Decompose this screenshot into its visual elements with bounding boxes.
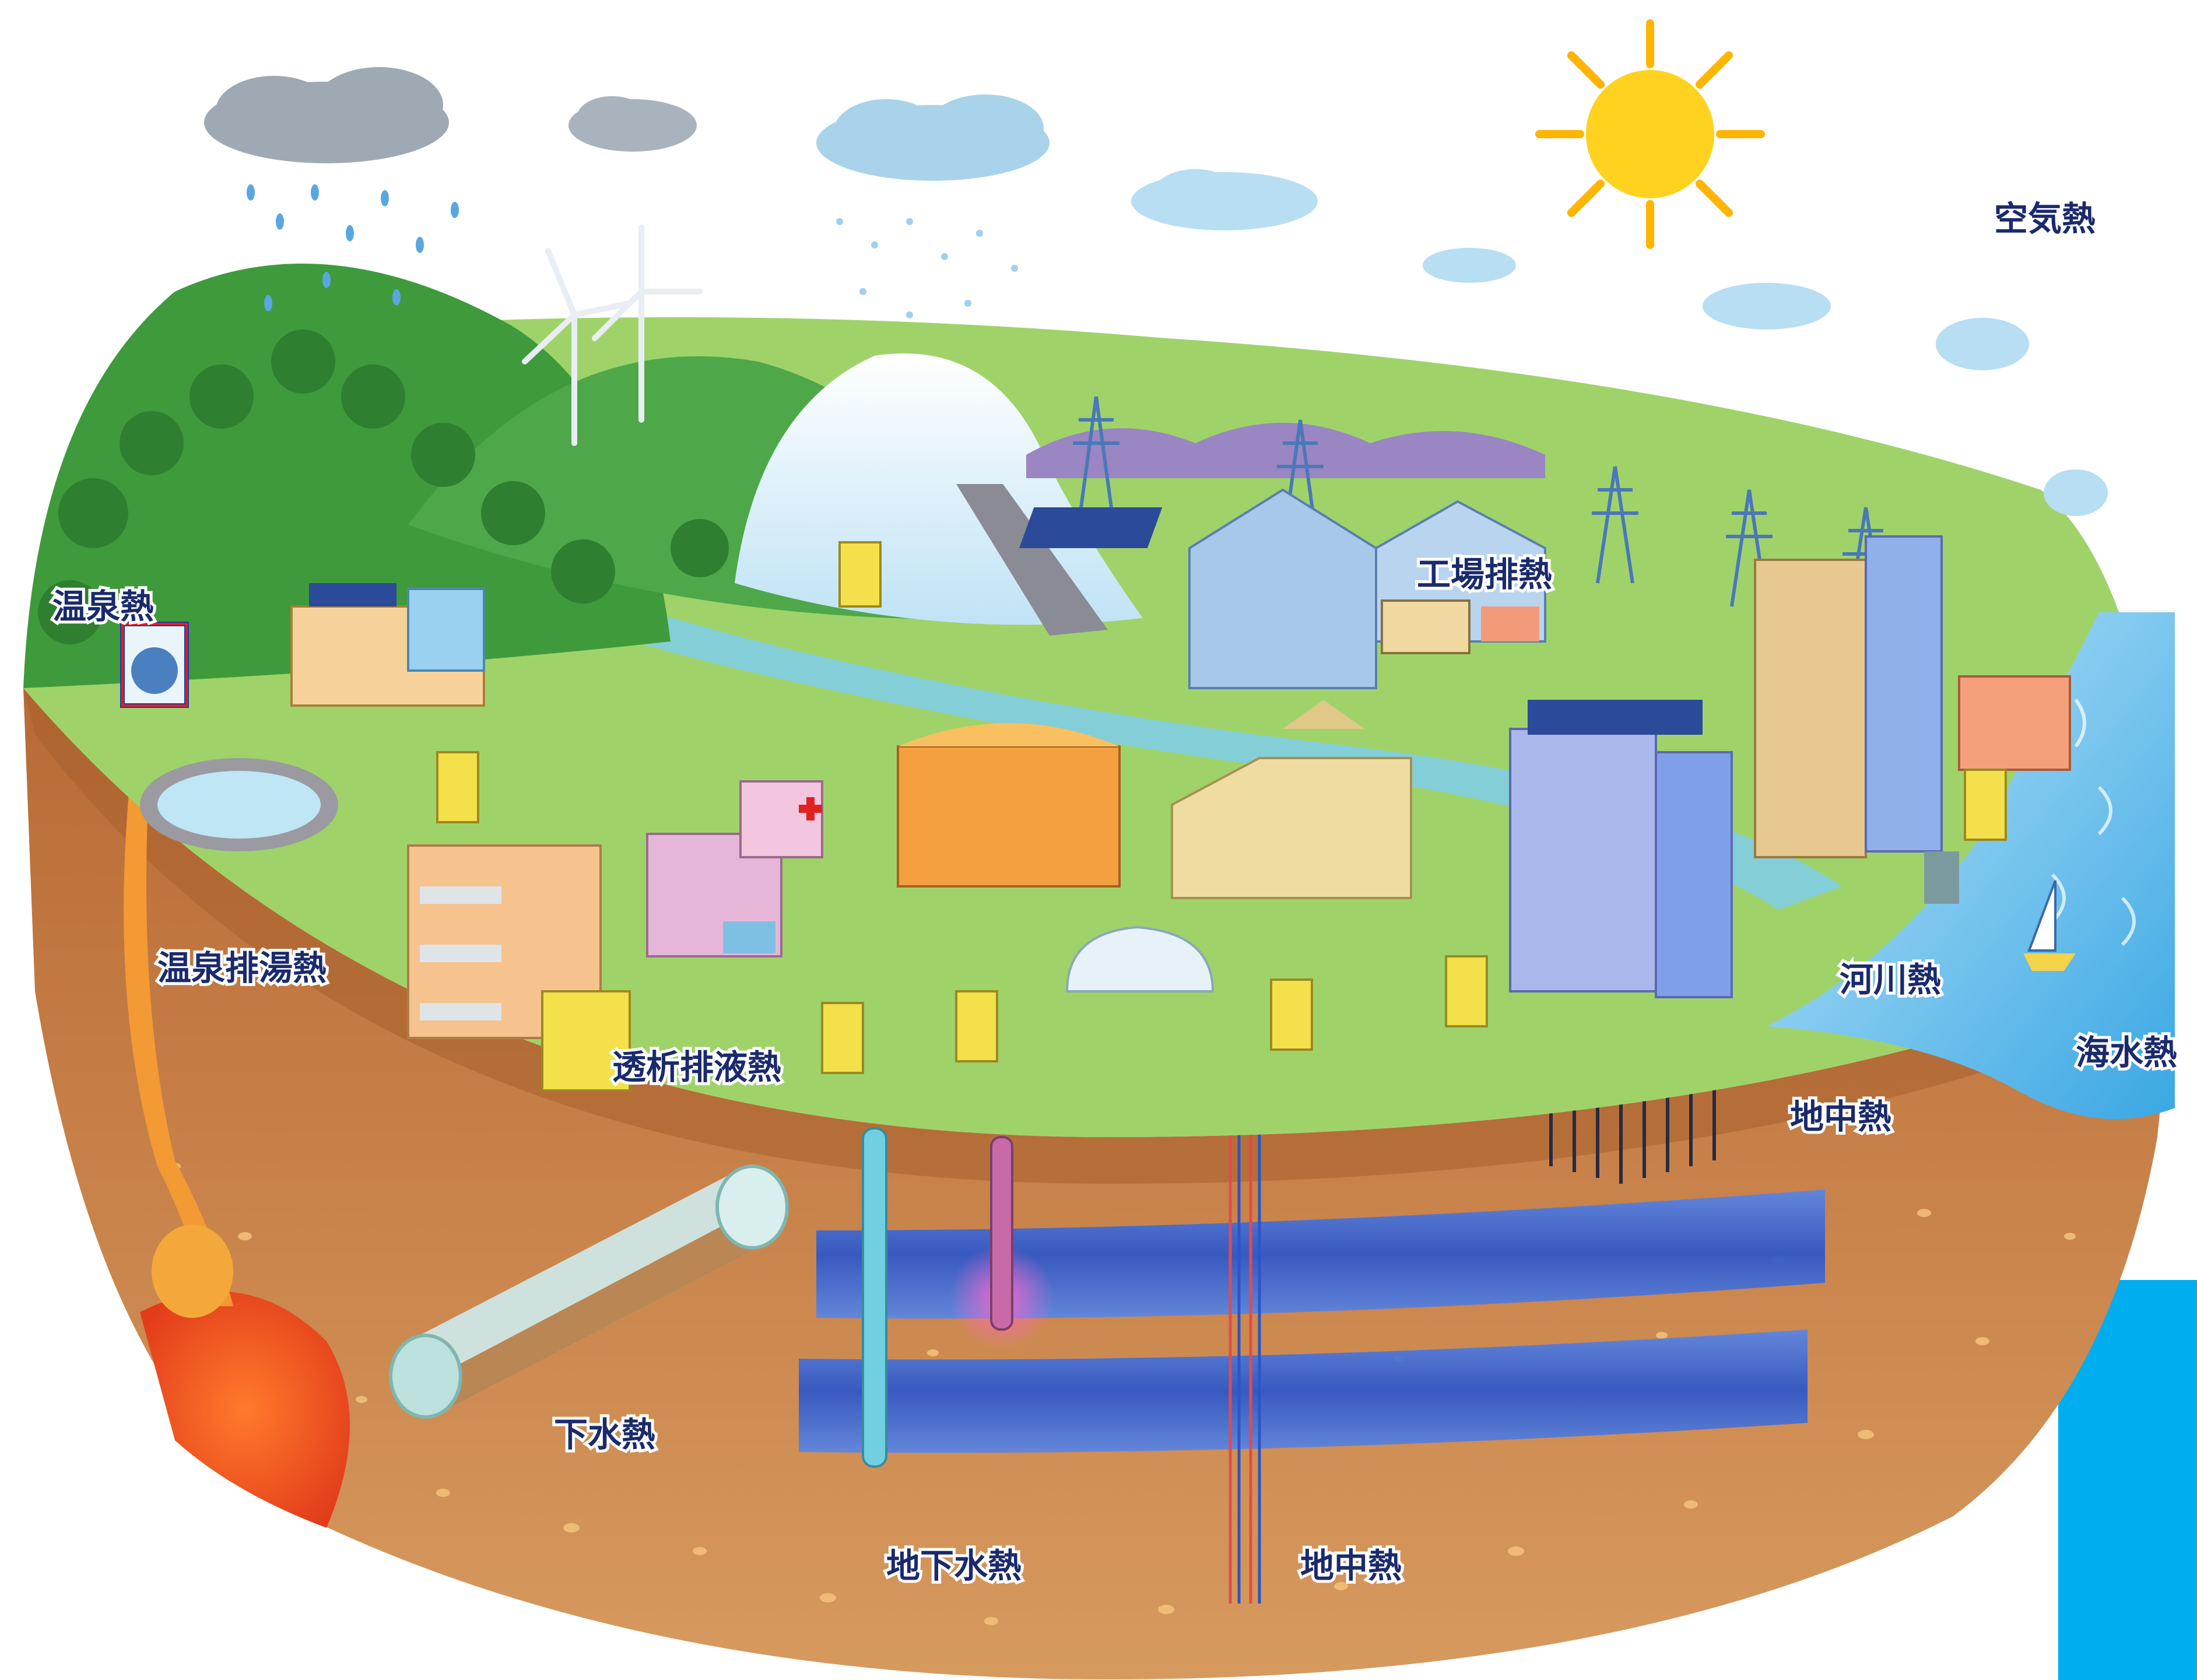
sea <box>1767 612 2175 1120</box>
cloud-icon <box>204 67 449 163</box>
solar-panel-icon <box>309 583 396 606</box>
sewer-pipe <box>389 1165 789 1419</box>
sun-icon <box>1535 19 1765 249</box>
injection-well <box>990 1136 1013 1331</box>
tall-building-center <box>1509 700 1733 998</box>
wind-turbine-icon <box>522 248 633 446</box>
tank <box>1924 851 1959 904</box>
apartment-left <box>407 844 631 1092</box>
label-hot-spring-drain-heat: 温泉排湯熱 <box>157 948 327 988</box>
label-ground-heat-bottom: 地中熱 <box>1300 1546 1402 1586</box>
label-sewage-heat: 下水熱 <box>554 1415 655 1454</box>
heat-pump-icon <box>723 921 775 953</box>
cloud-icon <box>1131 169 1318 230</box>
riverside-unit <box>1958 675 2071 771</box>
snow-flakes <box>836 218 1018 318</box>
ground-heat-loops <box>1229 1096 1261 1604</box>
label-river-heat: 河川熱 <box>1840 960 1941 999</box>
tall-building-right <box>1754 535 1943 858</box>
label-ground-heat-right: 地中熱 <box>1790 1097 1891 1137</box>
aquifer-upper <box>816 1190 1825 1319</box>
forest-mountain-left <box>23 264 671 688</box>
wind-turbine-icon <box>592 225 703 423</box>
label-hot-spring-heat: 温泉熱 <box>52 587 154 626</box>
cloud-icon <box>568 96 697 152</box>
sea-waves <box>2051 699 2136 946</box>
groundwater-well <box>862 1127 887 1468</box>
solar-panel-icon <box>1528 700 1703 735</box>
aquifer-lower <box>799 1330 1808 1453</box>
hot-spring-pool <box>140 758 338 851</box>
hospital <box>646 780 823 958</box>
distant-mountains <box>1026 423 1545 478</box>
label-factory-waste-heat: 工場排熱 <box>1417 555 1552 594</box>
label-seawater-heat: 海水熱 <box>2076 1033 2177 1072</box>
label-air-heat: 空気熱 <box>1994 199 2096 239</box>
onsen-house <box>290 583 485 707</box>
factory <box>1019 488 1546 689</box>
tunnel-road <box>956 484 1108 636</box>
greenhouse <box>1065 925 1215 992</box>
arched-building <box>897 723 1121 888</box>
sailboat-icon <box>2023 880 2076 971</box>
hot-spring-source <box>152 1225 233 1318</box>
cloud-icon <box>1423 248 2108 516</box>
river <box>222 373 1842 910</box>
heat-pump-units <box>436 541 2007 1074</box>
cloud-icon <box>816 94 1050 181</box>
rain-drops <box>247 184 459 311</box>
label-groundwater-heat: 地下水熱 <box>886 1546 1022 1586</box>
magma-chamber <box>140 1291 350 1528</box>
heat-pump-icon <box>120 622 189 708</box>
solar-panel-icon <box>1019 507 1163 548</box>
school <box>1171 700 1412 899</box>
label-dialysis-drain-heat: 透析排液熱 <box>612 1047 781 1087</box>
